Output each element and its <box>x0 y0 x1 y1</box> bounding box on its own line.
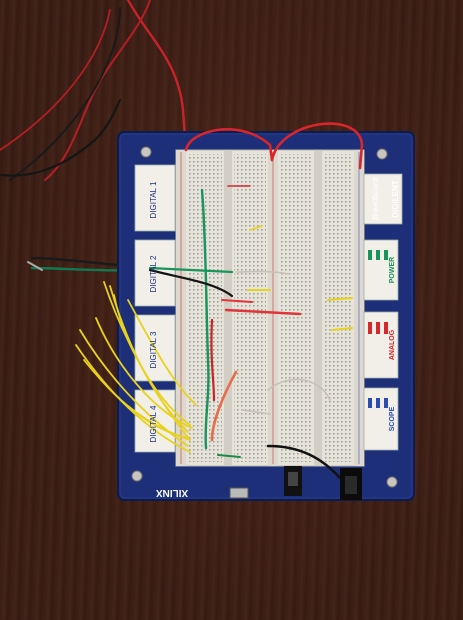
digital-4-label: DIGITAL 4 <box>149 405 158 442</box>
bottom-components <box>229 466 362 500</box>
black-jumpers <box>148 268 342 480</box>
right-panel <box>363 173 403 451</box>
digital-3-label: DIGITAL 3 <box>149 331 158 368</box>
digilent-brand-label: DIGILENT <box>391 180 400 217</box>
digital-1-label: DIGITAL 1 <box>149 181 158 218</box>
breadboard-product-label: Breadboard <box>371 178 380 220</box>
screw-hole-top-left <box>140 146 152 158</box>
screw-hole-top-right <box>376 148 388 160</box>
gray-jumpers <box>235 270 331 415</box>
power-label: POWER <box>389 257 396 283</box>
digital-2-label: DIGITAL 2 <box>149 255 158 292</box>
yellow-jumpers <box>75 225 353 453</box>
red-jumpers <box>184 122 364 442</box>
board-labels: DIGITAL 1 DIGITAL 2 DIGITAL 3 DIGITAL 4 … <box>149 178 400 498</box>
analog-label: ANALOG <box>389 329 396 360</box>
screw-hole-bottom-left <box>131 470 143 482</box>
screw-hole-bottom-right <box>386 476 398 488</box>
green-jumpers <box>148 188 241 458</box>
scope-label: SCOPE <box>389 406 396 431</box>
breadboard-area <box>175 149 365 467</box>
xilinx-brand-label: XILINX <box>156 487 189 498</box>
